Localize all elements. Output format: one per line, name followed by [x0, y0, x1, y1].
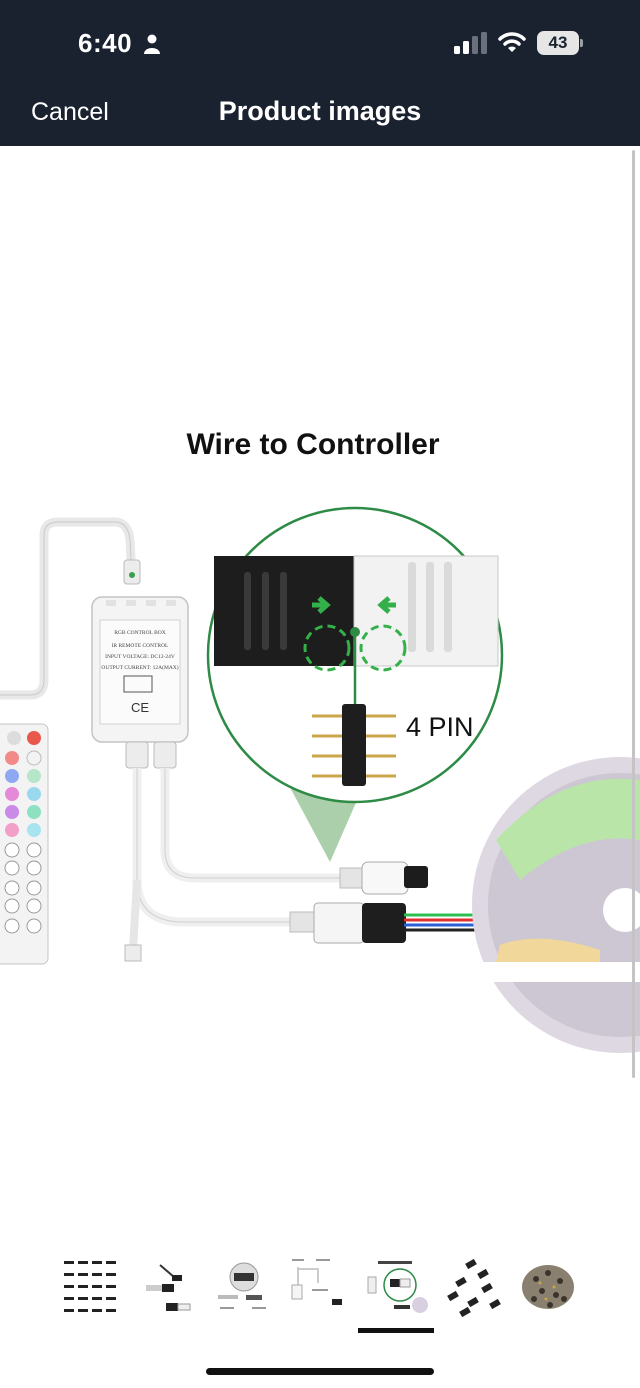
home-indicator[interactable]	[206, 1368, 434, 1375]
thumbnail-1[interactable]	[60, 1255, 124, 1319]
battery-cap	[580, 39, 583, 47]
top-bar: 6:40 43 Cancel Product images	[0, 0, 640, 146]
product-image: Wire to Controller RGB CONTROL BOX IR RE…	[0, 428, 640, 1053]
status-time: 6:40	[78, 28, 133, 58]
selected-thumbnail-indicator	[358, 1328, 434, 1333]
thumbnail-strip	[0, 1255, 640, 1325]
cancel-button[interactable]: Cancel	[31, 98, 109, 126]
wifi-icon	[498, 32, 526, 52]
thumbnail-6[interactable]	[442, 1255, 506, 1319]
thumbnail-2[interactable]	[140, 1255, 204, 1319]
thumbnail-3[interactable]	[212, 1255, 276, 1319]
zoomed-connector	[214, 555, 499, 786]
led-strip-reel	[472, 757, 640, 1053]
signal-icon	[454, 32, 487, 54]
ir-remote	[0, 723, 49, 965]
controller-text-1: RGB CONTROL BOX	[114, 630, 165, 636]
thumbnail-4[interactable]	[288, 1255, 352, 1319]
thumbnail-5[interactable]	[364, 1255, 428, 1319]
thumbnail-7[interactable]	[516, 1255, 580, 1319]
product-image-viewer[interactable]: Wire to Controller RGB CONTROL BOX IR RE…	[0, 146, 640, 1226]
image-heading: Wire to Controller	[186, 428, 439, 461]
image-scrollbar[interactable]	[632, 150, 635, 1078]
person-icon	[144, 34, 160, 54]
pin-label: 4 PIN	[406, 712, 474, 742]
controller-box: RGB CONTROL BOX IR REMOTE CONTROL INPUT …	[91, 596, 189, 743]
controller-text-2: IR REMOTE CONTROL	[112, 643, 169, 649]
controller-text-4: OUTPUT CURRENT: 12A(MAX)	[101, 664, 178, 671]
page-title: Product images	[218, 96, 422, 126]
battery-icon: 43	[537, 31, 583, 55]
controller-text-3: INPUT VOLTAGE: DC12-24V	[105, 654, 175, 660]
battery-level: 43	[537, 31, 579, 55]
ce-mark: CE	[131, 700, 149, 715]
